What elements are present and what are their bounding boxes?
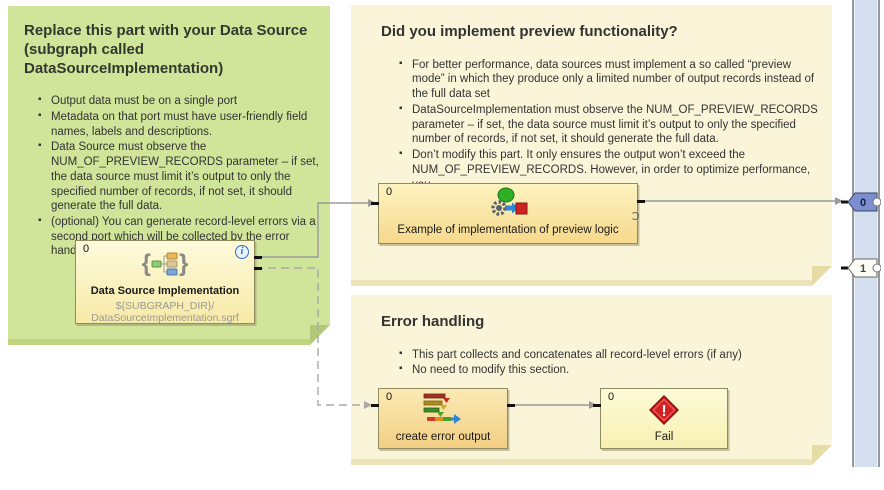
component-preview-logic[interactable]: 0 Example of implementation of preview l… [371,183,645,244]
annotation-fold-corner [812,445,832,465]
bullet-item: This part collects and concatenates all … [399,348,820,363]
bullet-item: Data Source must observe the NUM_OF_PREV… [38,140,320,214]
info-icon[interactable]: i [235,245,249,259]
annotation-bullet-list: This part collects and concatenates all … [399,348,820,378]
input-port-stub[interactable] [371,404,379,407]
component-path-line1: ${SUBGRAPH_DIR}/ [115,300,215,312]
create-error-output-icon [379,392,507,426]
subgraph-icon-brace: { [141,250,151,277]
output-port-stub[interactable] [637,200,645,203]
annotation-bottom-strip [351,459,832,465]
edge-dsi-to-preview[interactable] [255,202,368,258]
unconnected-port-icon[interactable] [631,212,639,220]
port-number-label: 0 [386,391,393,403]
bullet-item: DataSourceImplementation must observe th… [399,103,820,147]
annotation-title: Error handling [381,313,485,330]
preview-logic-icon [379,187,637,219]
bullet-item: For better performance, data sources mus… [399,58,820,102]
component-data-source-implementation[interactable]: 0 i { } Data Source Implementation ${SUB… [75,240,262,324]
port-number-label: 0 [608,391,615,403]
port-number-label: 0 [386,186,393,198]
component-create-error-output[interactable]: 0 create error output [371,388,515,449]
output-port-stub[interactable] [507,404,515,407]
subgraph-icon: { } [76,249,254,279]
component-fail[interactable]: 0 ! Fail [593,388,728,449]
bullet-item: No need to modify this section. [399,363,820,378]
output-port-stub[interactable] [254,267,262,270]
component-label: Example of implementation of preview log… [397,224,619,236]
output-port-label: 1 [860,263,866,275]
component-label: Fail [654,431,674,443]
subgraph-output-port-1[interactable]: 1 [841,258,882,283]
component-label: create error output [395,431,491,443]
annotation-bullet-list: Output data must be on a single port Met… [38,94,320,259]
fail-exclamation: ! [661,403,666,420]
bullet-item: Output data must be on a single port [38,94,320,109]
component-label: Data Source Implementation [90,285,240,297]
fail-icon: ! [601,394,727,426]
annotation-fold-corner [812,266,832,286]
annotation-fold-corner [310,325,330,345]
input-port-stub[interactable] [371,202,379,205]
annotation-bullet-list: For better performance, data sources mus… [399,58,820,192]
subgraph-output-port-bar [852,0,880,467]
annotation-bottom-strip [351,280,832,286]
subgraph-icon-brace: } [179,250,189,277]
output-port-label: 0 [860,197,866,209]
port-number-label: 0 [83,243,90,255]
subgraph-output-port-0[interactable]: 0 [841,192,882,217]
output-port-stub[interactable] [254,256,262,259]
annotation-title: Replace this part with your Data Source … [24,22,308,77]
component-path-line2: DataSourceImplementation.sgrf [91,312,239,324]
annotation-bottom-strip [8,339,330,345]
input-port-stub[interactable] [593,404,601,407]
annotation-data-source[interactable]: Replace this part with your Data Source … [8,6,330,345]
subgraph-icon-blocks [151,252,178,276]
annotation-title: Did you implement preview functionality? [381,23,678,40]
bullet-item: Metadata on that port must have user-fri… [38,110,320,139]
arrowhead-icon [364,401,372,409]
arrowhead-icon [835,197,843,205]
edge-dsi-to-error[interactable] [255,267,364,406]
